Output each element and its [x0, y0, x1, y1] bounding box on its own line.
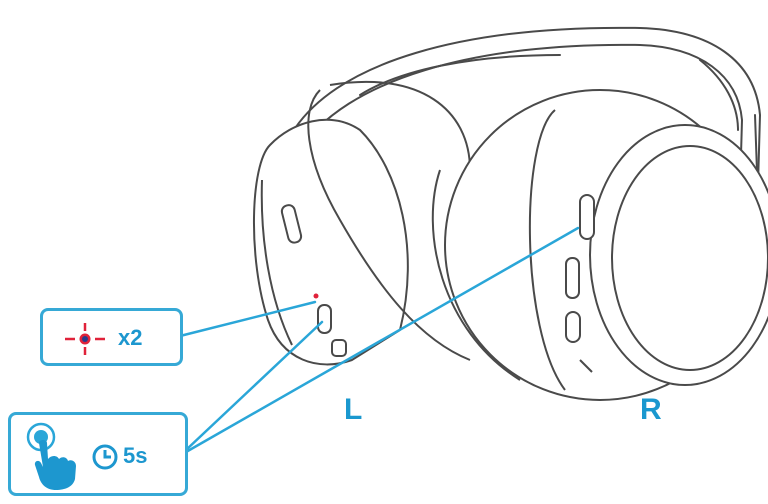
left-ear-cup	[253, 80, 471, 366]
led-blink-callout: x2	[40, 308, 183, 366]
right-ear-cup	[431, 89, 768, 401]
press-hold-callout: 5s	[8, 412, 188, 496]
left-side-label: L	[344, 393, 363, 426]
hold-duration: 5s	[123, 443, 148, 468]
callout-lines	[178, 226, 580, 454]
left-led-dot	[313, 293, 319, 299]
led-blink-count: x2	[118, 325, 143, 350]
right-side-label: R	[640, 393, 662, 426]
led-blink-icon	[65, 323, 105, 355]
headband	[287, 26, 762, 201]
clock-icon	[92, 444, 118, 470]
finger-press-icon	[26, 422, 76, 490]
